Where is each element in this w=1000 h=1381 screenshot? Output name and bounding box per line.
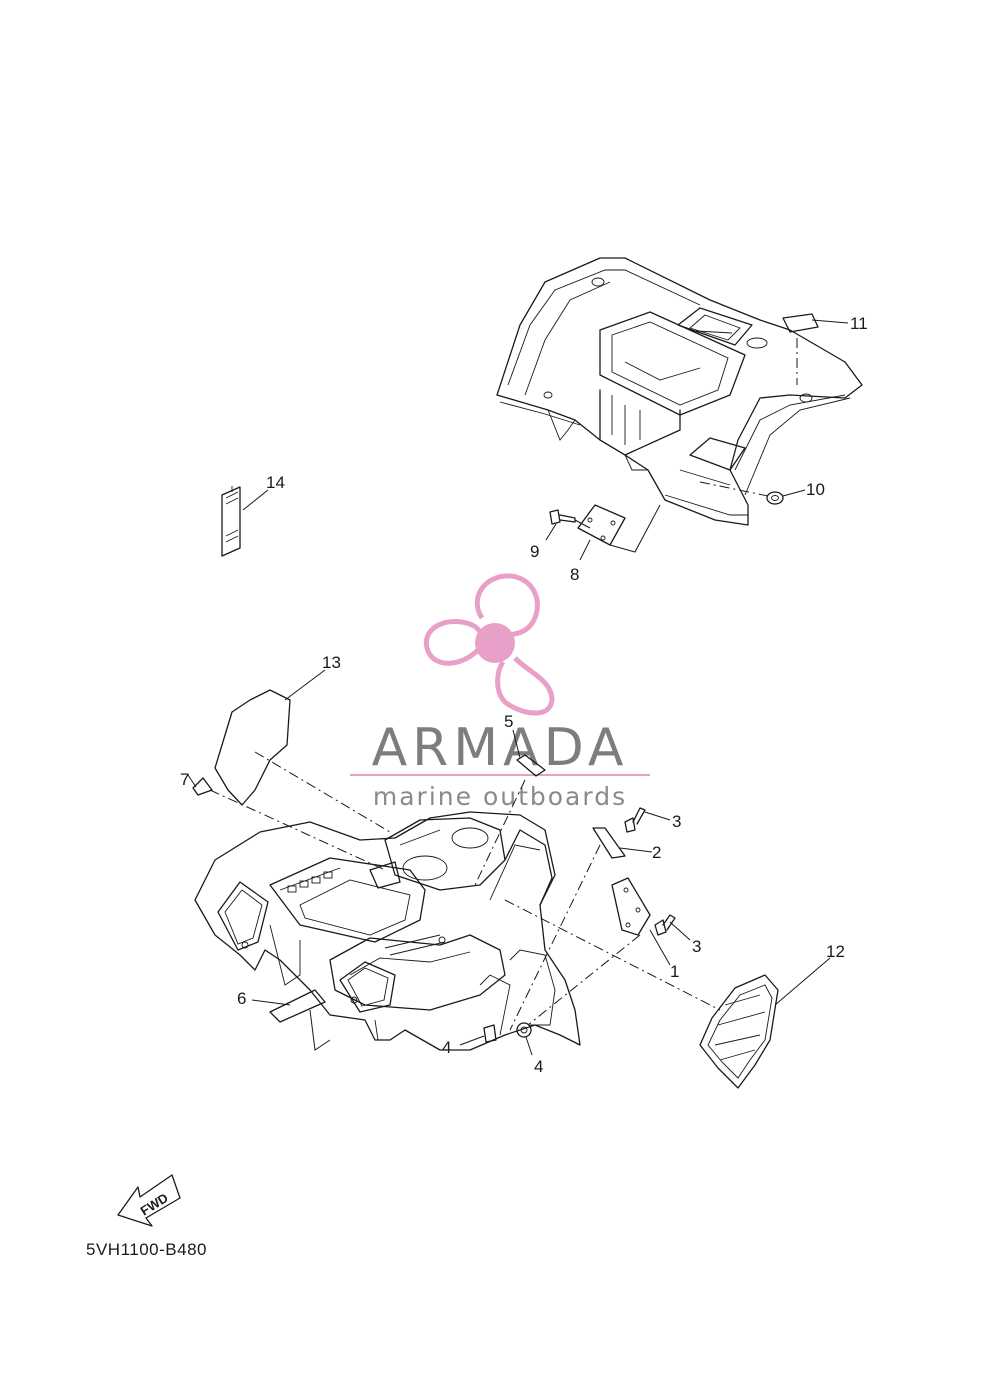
callout-3-upper: 3 [672, 812, 681, 831]
decal-5 [474, 729, 546, 886]
fwd-arrow-icon: FWD [117, 1174, 181, 1227]
plate-2 [509, 827, 653, 1031]
fwd-label: FWD [138, 1190, 171, 1218]
callout-9: 9 [530, 542, 539, 561]
bracket-1 [504, 877, 721, 1026]
plate-8 [577, 504, 661, 561]
mudflap-12 [699, 957, 831, 1089]
armada-logo [423, 573, 555, 716]
rivet-9 [545, 509, 591, 541]
callout-4-left: 4 [442, 1038, 451, 1057]
callout-4-right: 4 [534, 1057, 543, 1076]
diagram-code: 5VH1100-B480 [86, 1240, 207, 1259]
callout-10: 10 [806, 480, 825, 499]
grommet-4-left [459, 1024, 497, 1046]
callout-14: 14 [266, 473, 285, 492]
callout-1: 1 [670, 962, 679, 981]
decal-6 [251, 989, 331, 1051]
callout-7: 7 [180, 770, 189, 789]
rear-fender [496, 257, 863, 526]
label-14 [221, 486, 269, 557]
callout-12: 12 [826, 942, 845, 961]
callout-2: 2 [652, 843, 661, 862]
callout-13: 13 [322, 653, 341, 672]
panel-13 [214, 669, 391, 833]
callout-6: 6 [237, 989, 246, 1008]
decal-11 [782, 313, 849, 385]
watermark-brand: ARMADA [372, 718, 629, 778]
callouts: 1 2 3 3 4 4 5 6 7 8 9 10 11 12 13 14 [180, 314, 868, 1076]
rivet-3-lower [654, 914, 691, 941]
grommet-4-right [516, 1022, 533, 1056]
callout-5: 5 [504, 712, 513, 731]
watermark-tagline: marine outboards [373, 782, 627, 811]
rivet-3-upper [624, 807, 671, 833]
callout-8: 8 [570, 565, 579, 584]
emblem-7 [187, 774, 386, 871]
callout-3-lower: 3 [692, 937, 701, 956]
grommet-10 [699, 481, 806, 505]
front-fender [194, 811, 581, 1051]
callout-11: 11 [850, 314, 868, 333]
